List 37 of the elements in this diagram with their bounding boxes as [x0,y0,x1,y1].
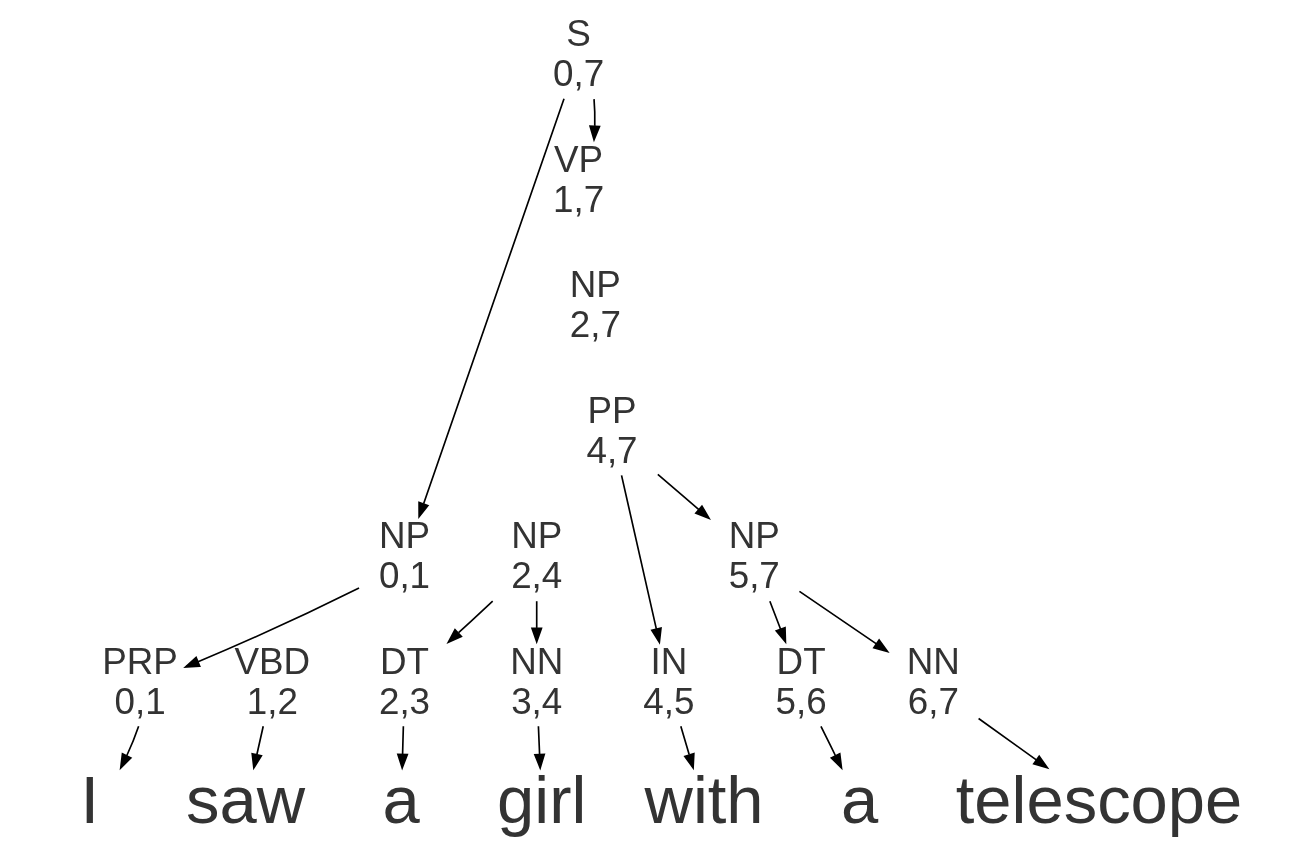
arrow [977,717,1050,770]
node-text: a [841,762,879,838]
node-text: VBD 1,2 [234,640,311,722]
node-text: NN 3,4 [510,640,564,722]
arrow [588,98,601,143]
arrow [680,725,695,771]
arrow [656,473,711,520]
arrow [183,587,360,668]
arrow [396,725,409,771]
arrow [620,474,662,645]
arrow [251,725,265,771]
arrow [533,725,546,771]
node-text: NP 2,4 [511,515,563,597]
arrow [798,590,890,653]
node-text: with [644,762,764,838]
node-text: NN 6,7 [906,640,960,722]
arrow [820,725,843,771]
node-text: PRP 0,1 [102,640,178,722]
arrow [119,725,140,771]
arrow [769,600,787,645]
node-text: girl [497,762,587,838]
node-text: DT 5,6 [775,640,827,722]
node-text: S 0,7 [552,13,605,95]
arrow [446,600,494,644]
node-text: DT 2,3 [378,640,431,722]
node-text: a [382,762,420,838]
node-text: saw [185,762,306,838]
node-text: PP 4,7 [586,389,638,471]
arrow [530,600,543,645]
arrow [418,97,565,520]
node-text: NP 2,7 [569,264,621,346]
node-text: NP 5,7 [728,515,780,597]
node-text: I [80,762,100,838]
node-text: IN 4,5 [643,640,695,722]
node-text: VP 1,7 [552,138,605,220]
node-text: NP 0,1 [378,515,431,597]
node-text: telescope [955,762,1243,838]
